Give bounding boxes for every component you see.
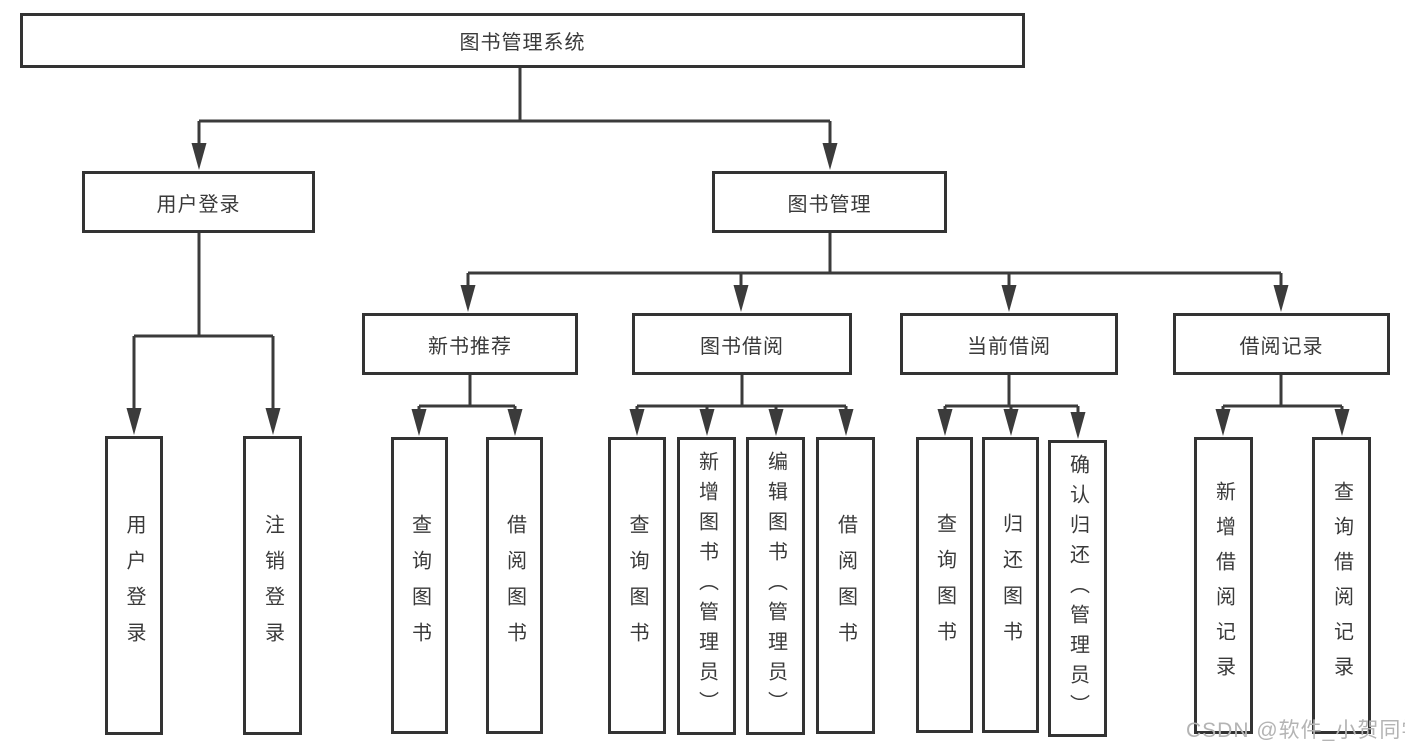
node-borrow-records: 借阅记录 bbox=[1173, 313, 1390, 375]
leaf-borrow-books-recommend-label: 借阅图书 bbox=[503, 513, 526, 658]
leaf-add-borrow-record: 新增借阅记录 bbox=[1194, 437, 1253, 734]
edge-bookborrow-to-leaves bbox=[635, 375, 848, 412]
leaf-query-books-borrow: 查询图书 bbox=[608, 437, 666, 734]
edge-root-to-level2 bbox=[197, 68, 832, 146]
node-new-book-recommend-label: 新书推荐 bbox=[428, 335, 512, 358]
node-book-management: 图书管理 bbox=[712, 171, 947, 233]
arrowhead bbox=[1273, 285, 1289, 312]
leaf-logout: 注销登录 bbox=[243, 436, 302, 735]
arrowhead bbox=[411, 409, 427, 436]
arrowhead bbox=[629, 409, 645, 436]
node-user-login: 用户登录 bbox=[82, 171, 315, 233]
edge-borrowrecords-to-leaves bbox=[1221, 375, 1344, 412]
arrowhead bbox=[1215, 409, 1231, 436]
leaf-return-books: 归还图书 bbox=[982, 437, 1039, 733]
leaf-edit-book-admin: 编辑图书（管理员） bbox=[746, 437, 805, 735]
csdn-watermark: CSDN @软件_小贺同学 bbox=[1186, 719, 1405, 742]
arrowhead bbox=[838, 409, 854, 436]
node-current-borrow: 当前借阅 bbox=[900, 313, 1118, 375]
arrowhead bbox=[822, 143, 838, 170]
leaf-add-borrow-record-label: 新增借阅记录 bbox=[1212, 480, 1235, 691]
leaf-query-borrow-record: 查询借阅记录 bbox=[1312, 437, 1371, 734]
leaf-borrow-books-borrow-label: 借阅图书 bbox=[834, 513, 857, 658]
leaf-confirm-return-admin-label: 确认归还（管理员） bbox=[1066, 453, 1089, 724]
arrowhead bbox=[1003, 409, 1019, 436]
arrowhead bbox=[733, 285, 749, 312]
leaf-user-login-label: 用户登录 bbox=[123, 513, 145, 658]
leaf-confirm-return-admin: 确认归还（管理员） bbox=[1048, 440, 1107, 737]
node-borrow-records-label: 借阅记录 bbox=[1239, 335, 1324, 358]
leaf-query-books-recommend-label: 查询图书 bbox=[408, 513, 431, 658]
edge-userlogin-to-leaves bbox=[132, 233, 275, 412]
arrowhead bbox=[126, 408, 142, 435]
leaf-user-login: 用户登录 bbox=[105, 436, 163, 735]
arrowhead bbox=[699, 409, 715, 436]
leaf-borrow-books-borrow: 借阅图书 bbox=[816, 437, 875, 734]
leaf-query-books-borrow-label: 查询图书 bbox=[626, 513, 648, 658]
leaf-query-books-current-label: 查询图书 bbox=[933, 513, 956, 657]
node-book-borrow-label: 图书借阅 bbox=[700, 335, 784, 358]
leaf-query-borrow-record-label: 查询借阅记录 bbox=[1330, 480, 1353, 691]
leaf-query-books-current: 查询图书 bbox=[916, 437, 973, 733]
edge-newbook-to-leaves bbox=[417, 375, 517, 412]
arrowhead bbox=[1070, 412, 1086, 439]
node-current-borrow-label: 当前借阅 bbox=[967, 335, 1051, 358]
arrowhead bbox=[1001, 285, 1017, 312]
node-root: 图书管理系统 bbox=[20, 13, 1025, 68]
leaf-edit-book-admin-label: 编辑图书（管理员） bbox=[764, 451, 787, 721]
arrowhead bbox=[460, 285, 476, 312]
edge-currentborrow-to-leaves bbox=[943, 375, 1080, 414]
leaf-return-books-label: 归还图书 bbox=[999, 513, 1022, 657]
node-user-login-label: 用户登录 bbox=[156, 193, 241, 216]
leaf-add-book-admin-label: 新增图书（管理员） bbox=[695, 451, 718, 721]
leaf-logout-label: 注销登录 bbox=[261, 513, 284, 658]
edge-bookmgmt-to-level3 bbox=[466, 233, 1283, 288]
arrowhead bbox=[1334, 409, 1350, 436]
arrowhead bbox=[191, 143, 207, 170]
node-new-book-recommend: 新书推荐 bbox=[362, 313, 578, 375]
leaf-add-book-admin: 新增图书（管理员） bbox=[677, 437, 736, 735]
leaf-borrow-books-recommend: 借阅图书 bbox=[486, 437, 543, 734]
arrowhead bbox=[768, 409, 784, 436]
arrowhead bbox=[937, 409, 953, 436]
node-root-label: 图书管理系统 bbox=[459, 32, 586, 54]
node-book-management-label: 图书管理 bbox=[787, 193, 872, 216]
arrowhead bbox=[265, 408, 281, 435]
leaf-query-books-recommend: 查询图书 bbox=[391, 437, 448, 734]
node-book-borrow: 图书借阅 bbox=[632, 313, 852, 375]
arrowhead bbox=[507, 409, 523, 436]
